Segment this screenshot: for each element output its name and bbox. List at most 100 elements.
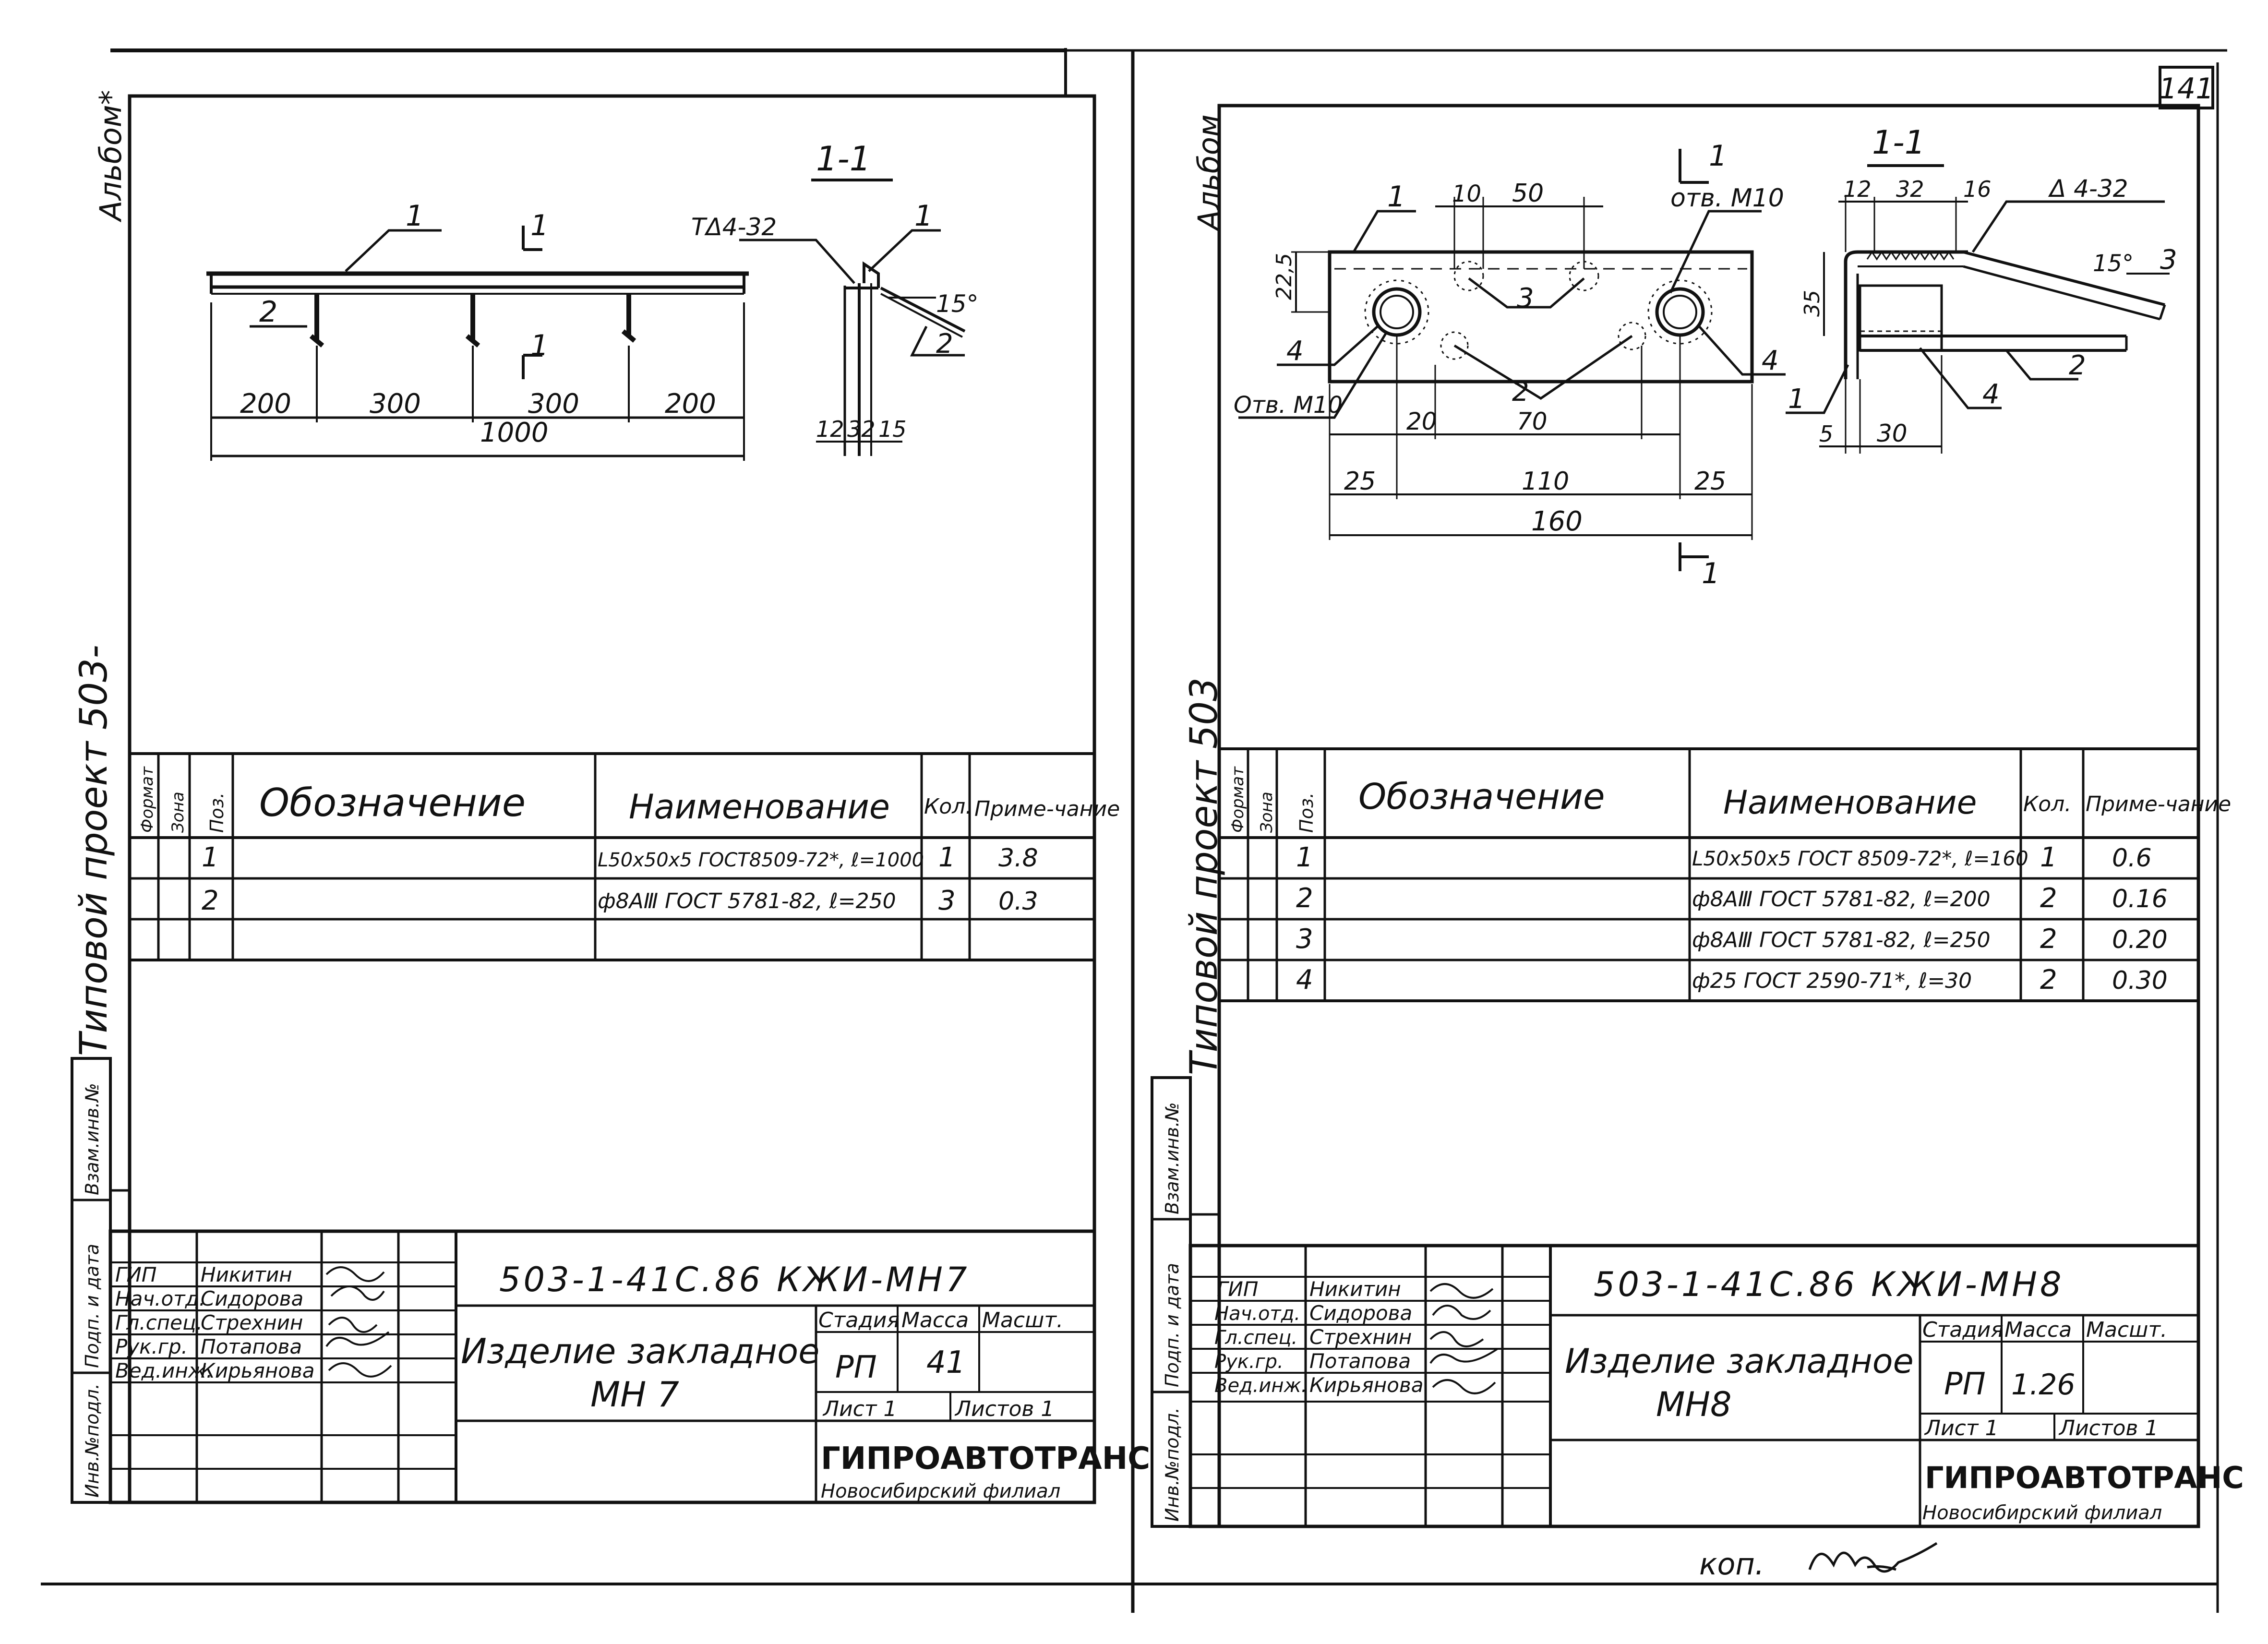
sheet-label-left: Лист 1: [822, 1397, 897, 1421]
spec-r-row-2-name: ф8АⅢ ГОСТ 5781-82, ℓ=200: [1692, 887, 1991, 912]
weld-label-left: ТΔ4-32: [691, 213, 777, 241]
sec-dim-32: 32: [847, 416, 876, 442]
mass-value-right: 1.26: [2011, 1368, 2076, 1402]
section-pos-4: 4: [1982, 379, 2000, 410]
hole-label-top: отв. М10: [1670, 184, 1784, 213]
spec-r-row-2-note: 0.16: [2112, 885, 2168, 913]
dim-50: 50: [1512, 179, 1544, 208]
hdr-qty-left: Кол.: [924, 794, 972, 819]
title-line1-right: Изделие закладное: [1565, 1342, 1914, 1381]
role-group-left: Рук.гр.: [115, 1335, 188, 1358]
spec-r-row-4-note: 0.30: [2112, 966, 2168, 995]
spec-r-row-2-pos: 2: [1296, 883, 1313, 914]
plan-pos-2: 2: [1512, 376, 1529, 408]
section-title-right: 1-1: [1872, 124, 1925, 162]
strip-sign-left: Подп. и дата: [82, 1244, 103, 1368]
stage-value-right: РП: [1944, 1367, 1986, 1402]
dim-110: 110: [1522, 467, 1569, 496]
dim-25-left: 25: [1344, 467, 1376, 496]
title-block-left: ГИП Нач.отд. Гл.спец. Рук.гр. Вед.инж. Н…: [108, 1229, 1150, 1504]
signatures-left: [325, 1266, 392, 1378]
role-group-right: Рук.гр.: [1214, 1351, 1284, 1373]
spec-r-row-4-pos: 4: [1296, 964, 1313, 996]
role-gip-right: ГИП: [1217, 1277, 1258, 1301]
dim-20: 20: [1406, 408, 1437, 435]
spec-r-row-2-qty: 2: [2040, 883, 2057, 914]
scale-label-left: Масшт.: [982, 1308, 1063, 1332]
hdr-designation-right: Обозначение: [1358, 776, 1605, 817]
spec-row-1-name: L50x50x5 ГОСТ8509-72*, ℓ=1000: [598, 849, 924, 871]
scale-label-right: Масшт.: [2086, 1318, 2167, 1342]
angle-label-right: 15°: [2093, 250, 2134, 277]
hole-label-left: Отв. М10: [1234, 392, 1343, 419]
sheets-label-right: Листов 1: [2058, 1416, 2158, 1440]
name-r-2: Сидорова: [1309, 1301, 1412, 1325]
org-name-left: ГИПРОАВТОТРАНС: [821, 1441, 1150, 1476]
role-gip-left: ГИП: [115, 1263, 156, 1286]
spec-row-2-qty: 3: [938, 885, 956, 916]
plan-pos-3: 3: [1517, 283, 1534, 314]
title-block-right: ГИП Нач.отд. Гл.спец. Рук.гр. Вед.инж. Н…: [1188, 1244, 2244, 1528]
hdr-format-right: Формат: [1228, 766, 1248, 833]
strip-replace-left: Взам.инв.№: [82, 1083, 103, 1195]
copy-note: коп.: [1699, 1547, 1764, 1582]
spec-r-row-3-name: ф8АⅢ ГОСТ 5781-82, ℓ=250: [1692, 928, 1991, 952]
spec-r-row-4-name: ф25 ГОСТ 2590-71*, ℓ=30: [1692, 969, 1972, 993]
strip-replace-right: Взам.инв.№: [1162, 1102, 1183, 1214]
sheet-label-right: Лист 1: [1924, 1416, 1998, 1440]
spec-r-row-3-pos: 3: [1296, 924, 1313, 955]
dim-25-right: 25: [1694, 467, 1726, 496]
stage-value-left: РП: [835, 1350, 877, 1385]
plan-pos-1: 1: [1387, 180, 1405, 214]
sec-dim-15: 15: [878, 416, 907, 442]
dim-160: 160: [1531, 506, 1583, 537]
sheet-mn7: Инв.№подл. Подп. и дата Взам.инв.№ Типов…: [71, 90, 1150, 1504]
org-name-right: ГИПРОАВТОТРАНС: [1925, 1460, 2244, 1495]
album-label-left: Альбом*: [93, 90, 128, 223]
dim-225: 22,5: [1272, 253, 1296, 300]
section-pos-2-right: 2: [2069, 350, 2086, 381]
dim-1000: 1000: [480, 417, 549, 448]
title-line2-right: МН8: [1656, 1385, 1732, 1424]
strip-sign-right: Подп. и дата: [1162, 1263, 1183, 1387]
spec-r-row-1-name: L50x50x5 ГОСТ 8509-72*, ℓ=160: [1692, 847, 2028, 870]
title-line1-left: Изделие закладное: [461, 1331, 819, 1371]
dim-70: 70: [1517, 408, 1548, 435]
role-chief-right: Гл.спец.: [1214, 1327, 1297, 1349]
hdr-note-left: Приме-чание: [974, 797, 1120, 821]
sec-dim-16-right: 16: [1963, 176, 1992, 202]
name-2-left: Сидорова: [201, 1287, 303, 1310]
mass-label-left: Масса: [901, 1308, 969, 1332]
spec-r-row-1-qty: 1: [2040, 842, 2057, 873]
sheets-label-left: Листов 1: [954, 1397, 1054, 1421]
role-lead-right: Вед.инж.: [1214, 1375, 1307, 1397]
strip-inv-left: Инв.№подл.: [82, 1383, 103, 1498]
cut-mark-bottom: 1: [530, 329, 549, 362]
name-r-3: Стрехнин: [1309, 1325, 1412, 1349]
elevation-mn7: 1 1 1 2 200 300 300 200 1000: [206, 199, 749, 461]
spec-r-row-3-qty: 2: [2040, 924, 2057, 955]
spec-table-right: Формат Зона Поз. Обозначение Наименовани…: [1218, 747, 2231, 1002]
dim-10: 10: [1452, 180, 1481, 207]
section-title-left: 1-1: [816, 139, 871, 179]
cut-mark-top-right: 1: [1709, 139, 1727, 173]
title-line2-left: МН 7: [590, 1374, 679, 1415]
hdr-format-left: Формат: [138, 766, 157, 833]
dim-300-b: 300: [528, 388, 579, 420]
name-r-5: Кирьянова: [1309, 1373, 1423, 1397]
sec-dim-5-right: 5: [1819, 421, 1833, 447]
cut-mark-top: 1: [530, 209, 549, 242]
angle-label-left: 15°: [936, 290, 979, 318]
section-pos-3: 3: [2160, 244, 2177, 276]
sheet-mn8: Инв.№подл. Подп. и дата Взам.инв.№ Типов…: [1151, 104, 2244, 1528]
sec-dim-35-right: 35: [1800, 290, 1824, 317]
mass-label-right: Масса: [2004, 1318, 2072, 1342]
stage-label-left: Стадия: [818, 1308, 900, 1332]
plan-mn8: 3 2 1 4 4 отв. М10 Отв. М10 1 1 10: [1234, 139, 1786, 590]
section-mn7: 1-1 1 ТΔ4-32 15° 2 12 32 15: [691, 139, 979, 456]
spec-r-row-1-note: 0.6: [2112, 844, 2152, 873]
album-label-right: Альбом: [1191, 114, 1226, 232]
spec-r-row-1-pos: 1: [1296, 842, 1313, 873]
hdr-note-right: Приме-чание: [2086, 792, 2231, 816]
